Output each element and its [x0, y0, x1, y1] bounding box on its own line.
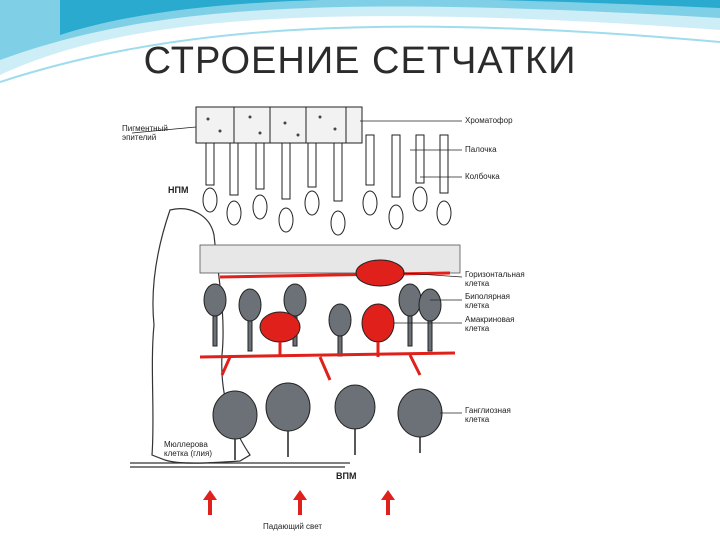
label-vpm: ВПМ [336, 471, 356, 481]
label-amacrine-2: клетка [465, 324, 490, 333]
label-npm: НПМ [168, 185, 188, 195]
label-rod: Палочка [465, 145, 497, 154]
retina-structure-diagram: Хроматофор Палочка Колбочка Горизонтальн… [110, 95, 570, 535]
slide-title: СТРОЕНИЕ СЕТЧАТКИ [0, 40, 720, 83]
label-muller-2: клетка (глия) [164, 449, 212, 458]
label-pigment-1: Пигментный [122, 124, 168, 133]
pigment-epithelium [196, 107, 362, 143]
label-horizontal-1: Горизонтальная [465, 270, 525, 279]
label-bipolar-2: клетка [465, 301, 490, 310]
label-chromatophore: Хроматофор [465, 116, 513, 125]
label-amacrine-1: Амакриновая [465, 315, 515, 324]
amacrine-cells [260, 304, 394, 342]
label-horizontal-2: клетка [465, 279, 490, 288]
label-cone: Колбочка [465, 172, 500, 181]
label-bipolar-1: Биполярная [465, 292, 510, 301]
inner-plexiform-network [200, 342, 455, 380]
ganglion-cells [213, 383, 442, 439]
label-ganglion-2: клетка [465, 415, 490, 424]
label-ganglion-1: Ганглиозная [465, 406, 511, 415]
label-muller-1: Мюллерова [164, 440, 208, 449]
label-incident-light: Падающий свет [263, 522, 322, 531]
bipolar-cells [204, 284, 441, 356]
label-pigment-2: эпителий [122, 133, 156, 142]
incident-light-arrows [203, 490, 395, 515]
